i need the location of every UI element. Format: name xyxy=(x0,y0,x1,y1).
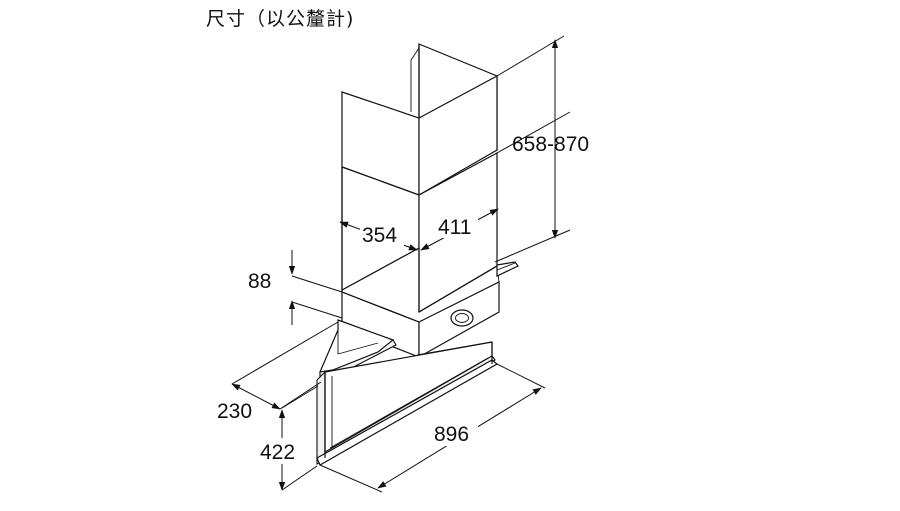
dim-body-height: 88 xyxy=(248,250,343,325)
dim-overall-width: 896 xyxy=(319,363,546,493)
upper-chimney xyxy=(341,43,498,197)
dim-label-chimney-depth: 411 xyxy=(438,216,471,239)
dim-label-chimney-height: 658-870 xyxy=(512,133,589,156)
dim-chimney-width-depth: 354 411 xyxy=(339,208,499,251)
motor-body xyxy=(341,265,500,359)
control-ring-icon xyxy=(450,309,474,327)
wall-bracket xyxy=(496,261,519,277)
dim-glass-height: 422 xyxy=(258,385,319,491)
dim-label-body-height: 88 xyxy=(248,270,271,293)
dim-chimney-height: 658-870 xyxy=(494,35,589,263)
dim-label-glass-height: 422 xyxy=(260,441,295,464)
dim-label-overall-width: 896 xyxy=(434,423,469,446)
dim-label-hood-depth: 230 xyxy=(217,400,252,423)
dim-label-chimney-width: 354 xyxy=(362,224,397,247)
drawing-title: 尺寸（以公釐計) xyxy=(206,8,355,30)
